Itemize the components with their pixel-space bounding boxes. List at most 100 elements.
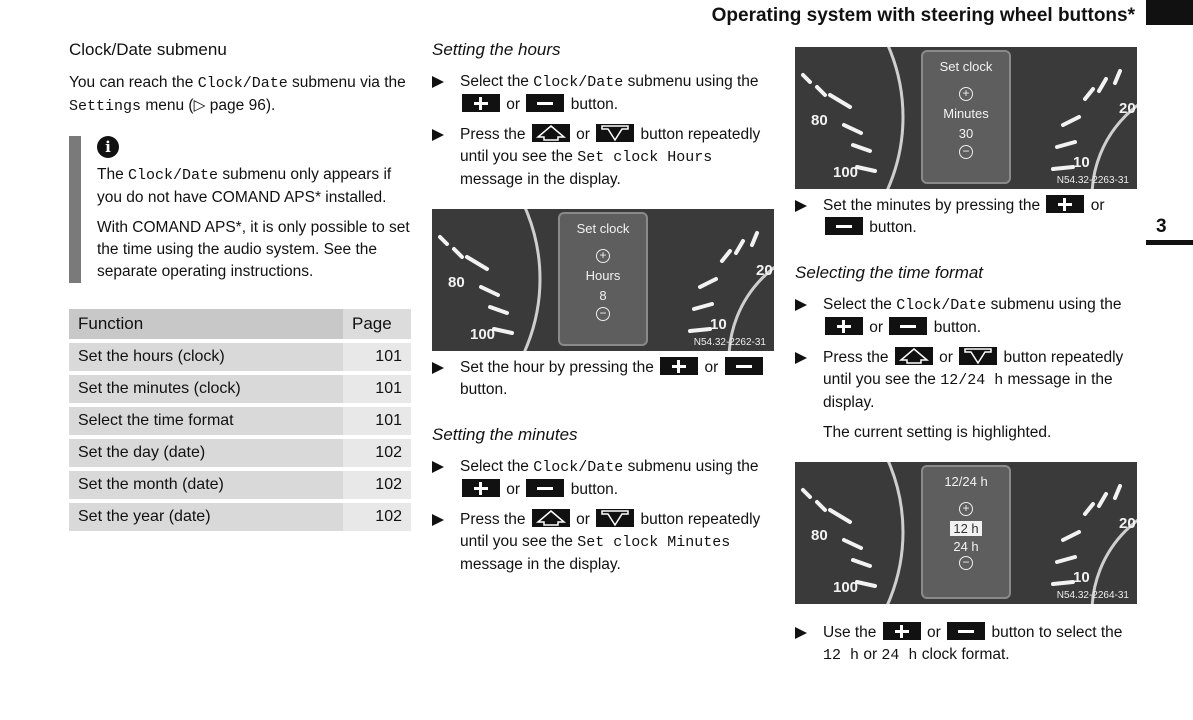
screen-value-minutes: 30 [958,126,974,141]
bullet-triangle-icon [432,362,444,374]
step-press-repeat-minutes: Press the or button repeatedly until you… [432,509,774,576]
step-press-repeat-format: Press the or button repeatedly until you… [795,347,1137,414]
bullet-triangle-icon [432,129,444,141]
section-heading-clock-date: Clock/Date submenu [69,40,227,59]
dial-label-20: 20 [756,262,773,279]
chapter-number: 3 [1156,216,1167,237]
minus-button-icon [526,94,565,112]
display-screen: Set clock + Hours 8 − [558,212,648,346]
step-select-submenu-minutes: Select the Clock/Date submenu using the … [432,456,774,501]
section-heading-hours: Setting the hours [432,40,561,59]
screen-value-hours: 8 [599,288,607,303]
instrument-cluster-hours-figure: 80 100 20 10 Set clock + Hours 8 − N54.3… [432,209,774,351]
down-button-icon [596,124,635,142]
header-black-block [1146,0,1193,25]
intro-paragraph: You can reach the Clock/Date submenu via… [69,74,406,115]
bullet-triangle-icon [795,200,807,212]
plus-button-icon [825,317,863,335]
dial-label-80: 80 [811,527,828,544]
bullet-triangle-icon [432,76,444,88]
table-row: Set the minutes (clock)101 [69,375,411,403]
instrument-cluster-format-figure: 80 100 20 10 12/24 h + 12 h 24 h − N54.3… [795,462,1137,604]
bullet-triangle-icon [432,514,444,526]
dial-label-100: 100 [833,579,859,596]
step-set-hour: Set the hour by pressing the or button. [432,357,774,401]
column-header-function: Function [69,309,343,339]
table-row: Set the hours (clock)101 [69,343,411,371]
chapter-tab: 3 [1146,212,1193,245]
screen-title: 12/24 h [944,474,988,489]
plus-button-icon [462,94,500,112]
speedometer-dial-graphic [801,462,1137,604]
dial-label-100: 100 [833,164,859,181]
speedometer-dial-graphic [801,47,1137,189]
plus-button-icon [882,622,921,640]
step-set-minutes: Set the minutes by pressing the or butto… [795,195,1137,239]
column-middle: Setting the hours Select the Clock/Date … [432,38,774,584]
plus-button-icon [1046,195,1085,213]
bullet-triangle-icon [432,461,444,473]
table-row: Set the month (date)102 [69,471,411,499]
minus-circle-icon: − [959,556,973,570]
screen-title: Set clock [576,221,630,236]
minus-button-icon [947,622,986,640]
screen-option-24h: 24 h [953,539,979,554]
up-button-icon [531,124,570,142]
down-button-icon [959,347,998,365]
minus-button-icon [526,479,565,497]
dial-label-20: 20 [1119,515,1136,532]
dial-label-100: 100 [470,326,496,343]
screen-option-12h-selected: 12 h [950,521,982,536]
step-select-submenu-hours: Select the Clock/Date submenu using the … [432,71,774,116]
display-screen: Set clock + Minutes 30 − [921,50,1011,184]
plus-circle-icon: + [596,249,610,263]
highlight-note: The current setting is highlighted. [823,424,1052,441]
function-table: Function Page Set the hours (clock)101 S… [69,305,411,535]
dial-label-10: 10 [710,316,727,333]
minus-circle-icon: − [959,145,973,159]
up-button-icon [894,347,933,365]
table-row: Set the day (date)102 [69,439,411,467]
plus-button-icon [462,479,500,497]
minus-circle-icon: − [596,307,610,321]
screen-label-minutes: Minutes [943,106,989,121]
info-note: i The Clock/Date submenu only appears if… [69,136,411,283]
plus-button-icon [660,357,699,375]
page-header-title: Operating system with steering wheel but… [711,5,1135,26]
section-heading-time-format: Selecting the time format [795,263,984,282]
dial-label-20: 20 [1119,100,1136,117]
figure-reference: N54.32-2264-31 [1056,590,1129,601]
step-press-repeat-hours: Press the or button repeatedly until you… [432,124,774,191]
dial-label-80: 80 [811,112,828,129]
column-header-page: Page [343,309,411,339]
screen-title: Set clock [939,59,993,74]
bullet-triangle-icon [795,352,807,364]
screen-label-hours: Hours [585,268,621,283]
step-select-format: Use the or button to select the 12 h or … [795,622,1137,667]
table-header-row: Function Page [69,309,411,339]
info-icon: i [97,136,119,158]
figure-reference: N54.32-2262-31 [693,337,766,348]
speedometer-dial-graphic [438,209,774,351]
column-right: 80 100 20 10 Set clock + Minutes 30 − N5… [795,47,1137,675]
table-row: Set the year (date)102 [69,503,411,531]
note-paragraph-1: The Clock/Date submenu only appears if y… [97,166,392,206]
minus-button-icon [825,217,863,235]
plus-circle-icon: + [959,87,973,101]
display-screen: 12/24 h + 12 h 24 h − [921,465,1011,599]
minus-button-icon [889,317,928,335]
note-paragraph-2: With COMAND APS*, it is only possible to… [97,219,410,280]
figure-reference: N54.32-2263-31 [1056,175,1129,186]
minus-button-icon [724,357,763,375]
section-heading-minutes: Setting the minutes [432,425,578,444]
step-select-submenu-format: Select the Clock/Date submenu using the … [795,294,1137,339]
dial-label-80: 80 [448,274,465,291]
dial-label-10: 10 [1073,154,1090,171]
up-button-icon [531,509,570,527]
plus-circle-icon: + [959,502,973,516]
bullet-triangle-icon [795,299,807,311]
bullet-triangle-icon [795,627,807,639]
column-left: Clock/Date submenu You can reach the Clo… [69,38,411,535]
instrument-cluster-minutes-figure: 80 100 20 10 Set clock + Minutes 30 − N5… [795,47,1137,189]
